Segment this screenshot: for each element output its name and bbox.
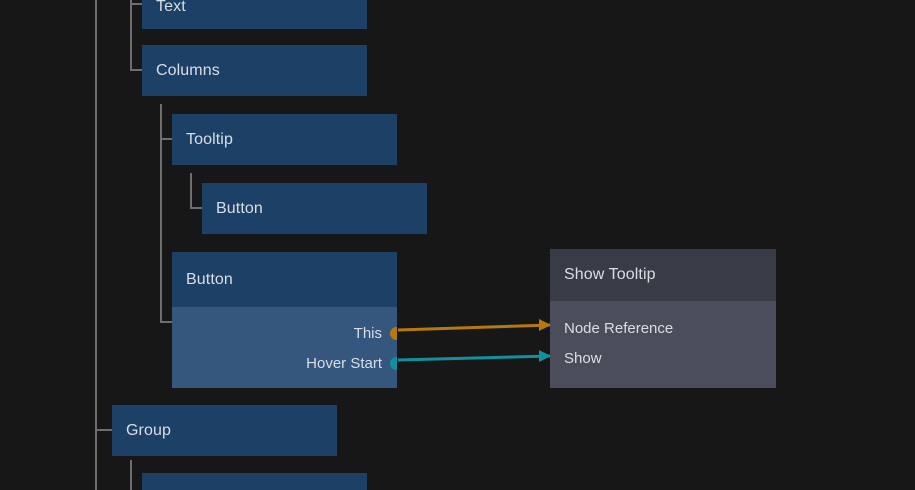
tree-node-group[interactable]: Group — [112, 405, 337, 456]
tree-node-header: Text — [142, 0, 367, 29]
tree-node-tooltip[interactable]: Tooltip — [172, 114, 397, 165]
tree-node-text[interactable]: Text — [142, 0, 367, 29]
widget-node-button[interactable]: Button This Hover Start — [172, 252, 397, 388]
output-port-hover-start[interactable]: Hover Start — [172, 353, 397, 373]
input-port-label: Node Reference — [564, 319, 674, 337]
tree-node-label: Text — [156, 0, 186, 15]
tree-node-header — [142, 473, 367, 490]
output-port-label: Hover Start — [306, 354, 382, 372]
action-node-title: Show Tooltip — [564, 266, 656, 283]
tree-node-columns[interactable]: Columns — [142, 45, 367, 96]
widget-node-body: This Hover Start — [172, 307, 397, 388]
tree-node-label: Columns — [156, 61, 220, 79]
tree-branch-tooltip-button — [160, 104, 172, 323]
tree-branch-columns — [130, 0, 142, 71]
input-port-node-reference[interactable]: Node Reference — [550, 318, 776, 338]
output-port-dot-hover-start[interactable] — [390, 356, 397, 370]
tree-node-label: Button — [216, 199, 263, 217]
tree-node-group-child[interactable] — [142, 473, 367, 490]
tree-node-header: Button — [202, 183, 427, 234]
tree-node-header: Group — [112, 405, 337, 456]
tree-node-header: Columns — [142, 45, 367, 96]
output-port-dot-this[interactable] — [390, 326, 397, 340]
action-node-header[interactable]: Show Tooltip — [550, 249, 776, 301]
tree-node-header: Tooltip — [172, 114, 397, 165]
input-port-label: Show — [564, 349, 602, 367]
wire-this-to-node-reference[interactable] — [397, 319, 552, 332]
wire-hover-start-to-show[interactable] — [397, 350, 552, 362]
input-port-show[interactable]: Show — [550, 348, 776, 368]
widget-node-title: Button — [186, 270, 233, 288]
action-node-show-tooltip[interactable]: Show Tooltip Node Reference Show — [550, 249, 776, 388]
output-port-label: This — [353, 324, 382, 342]
action-node-body: Node Reference Show — [550, 301, 776, 383]
widget-node-header[interactable]: Button — [172, 252, 397, 307]
tree-node-button-child[interactable]: Button — [202, 183, 427, 234]
tree-branch-button-child — [190, 173, 202, 209]
output-port-this[interactable]: This — [172, 323, 397, 343]
tree-node-label: Tooltip — [186, 130, 233, 148]
tree-node-label: Group — [126, 421, 171, 439]
